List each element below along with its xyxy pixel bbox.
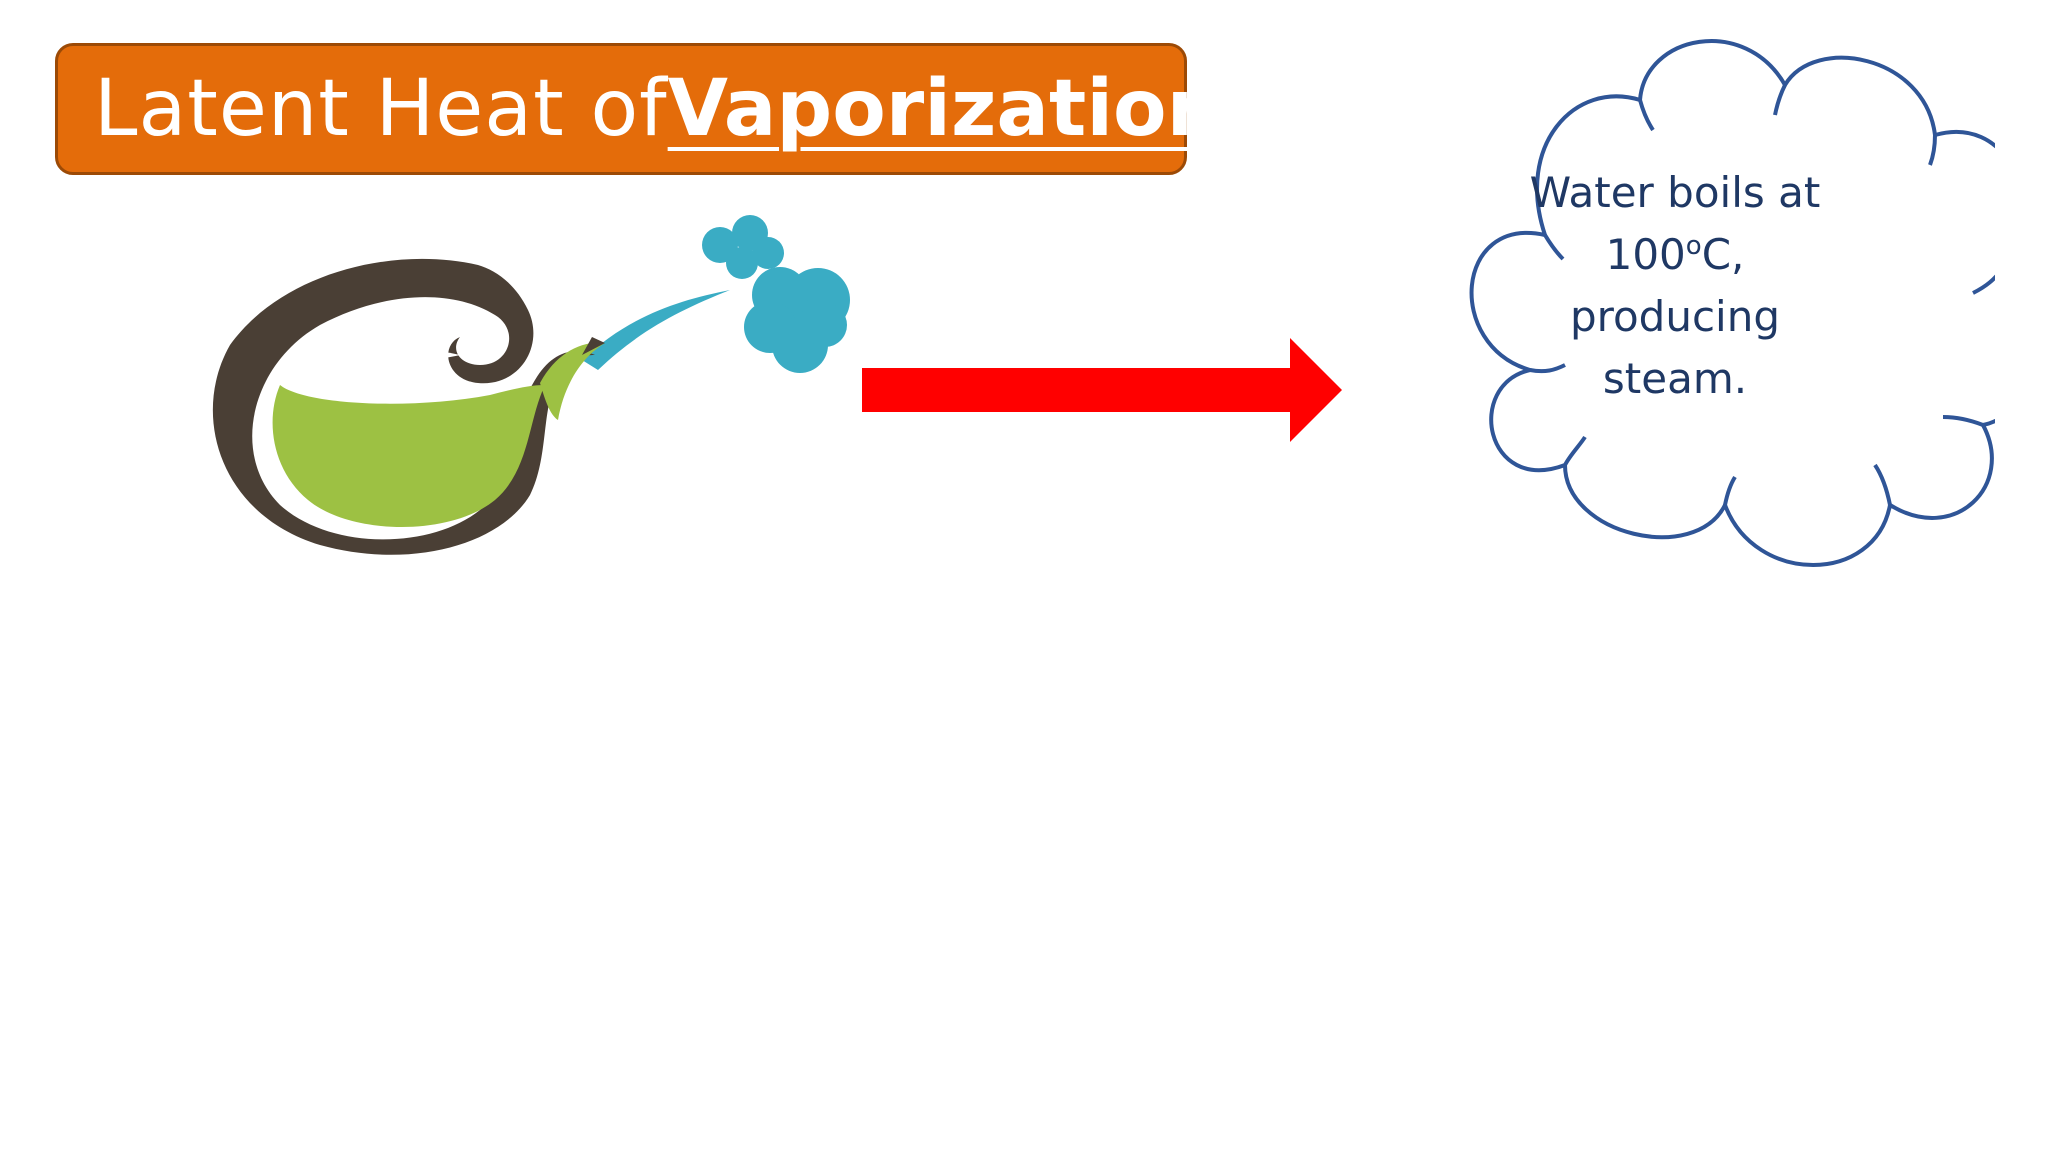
degree-superscript: o — [1685, 231, 1702, 261]
temperature-value: 100 — [1605, 230, 1686, 279]
title-banner: Latent Heat of Vaporization — [55, 43, 1222, 175]
callout-line-3: producing — [1569, 292, 1781, 341]
steam-icon — [582, 215, 850, 373]
callout-line-1: Water boils at — [1529, 168, 1821, 217]
temperature-unit: C, — [1701, 230, 1745, 279]
kettle-icon — [212, 215, 850, 555]
callout-line-4: steam. — [1602, 354, 1748, 403]
thought-cloud-icon — [1469, 39, 1995, 567]
title-emphasis: Vaporization — [667, 64, 1223, 154]
cloud-callout-text: Water boils at 100oC, producing steam. — [1490, 162, 1860, 410]
right-arrow-icon — [862, 338, 1342, 442]
title-prefix: Latent Heat of — [94, 64, 668, 154]
callout-line-2: 100oC, — [1490, 224, 1860, 286]
